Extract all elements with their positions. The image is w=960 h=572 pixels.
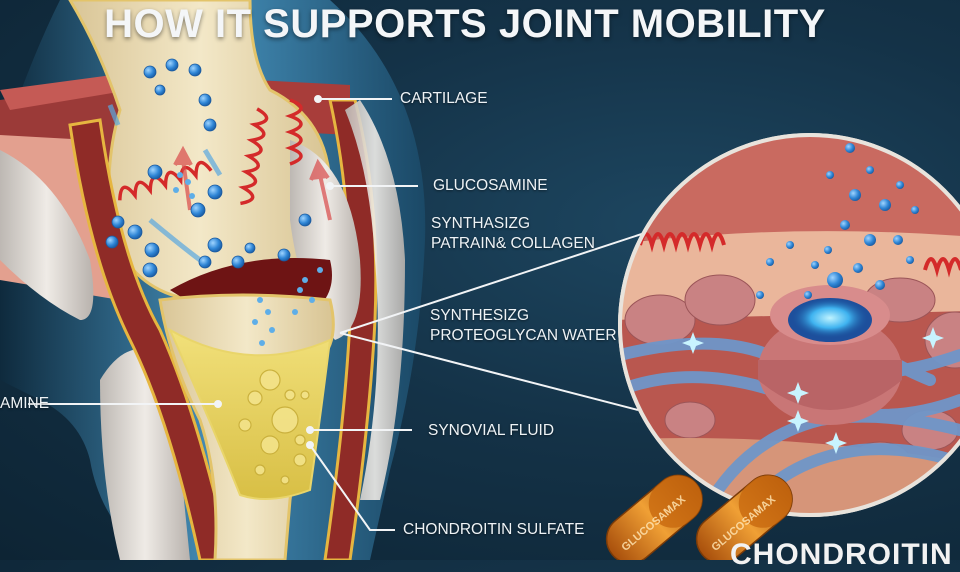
- label-chondroitin-sulfate: CHONDROITIN SULFATE: [403, 521, 585, 538]
- label-line: PROTEOGLYCAN WATER: [430, 327, 617, 344]
- label-synovial-fluid: SYNOVIAL FLUID: [428, 422, 555, 439]
- label-line: PATRAIN& COLLAGEN: [431, 235, 595, 252]
- page-title: HOW IT SUPPORTS JOINT MOBILITY: [104, 2, 826, 46]
- label-glucosamine: GLUCOSAMINE: [433, 177, 548, 194]
- joint-illustration: GLUCOSAMAX GLUCOSAMAX: [0, 0, 960, 560]
- label-line: SYNTHASIZG: [431, 215, 531, 232]
- label-left-cut: AMINE: [0, 395, 50, 412]
- bottom-partial-heading: CHONDROITIN: [730, 538, 953, 571]
- label-line: SYNTHESIZG: [430, 307, 530, 324]
- label-cartilage: CARTILAGE: [400, 90, 488, 107]
- label-synthesize-collagen: SYNTHASIZG PATRAIN& COLLAGEN: [431, 214, 595, 254]
- label-synthesize-proteoglycan: SYNTHESIZG PROTEOGLYCAN WATER: [430, 306, 617, 346]
